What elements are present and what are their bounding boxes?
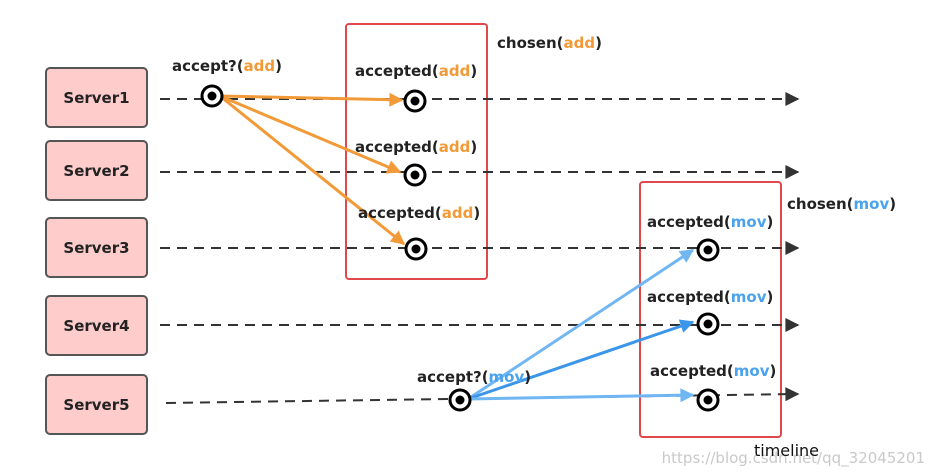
mov-arrow-to-server3	[467, 248, 695, 401]
chosen-box-mov	[639, 181, 782, 438]
event-point	[403, 89, 427, 113]
watermark: https://blog.csdn.net/qq_32045201	[662, 449, 925, 468]
accept-mov-label: accept?(mov)	[417, 368, 531, 386]
mov-arrow-to-server5	[467, 388, 695, 403]
server-box-5: Server5	[45, 374, 148, 435]
server-label: Server3	[63, 239, 129, 257]
event-points	[200, 84, 720, 412]
mov-arrow-to-server4	[467, 319, 695, 401]
chosen-mov-label: chosen(mov)	[787, 195, 896, 213]
server-label: Server1	[63, 89, 129, 107]
server-label: Server5	[63, 396, 129, 414]
event-point	[448, 388, 472, 412]
timeline-label: timeline	[754, 441, 819, 460]
event-point	[403, 163, 427, 187]
accepted-mov-label-server5: accepted(mov)	[650, 362, 776, 380]
server-box-1: Server1	[45, 67, 148, 128]
mov-arrows	[467, 248, 695, 403]
timeline-server5	[165, 387, 800, 404]
accept-add-label: accept?(add)	[172, 57, 282, 75]
server-label: Server2	[63, 162, 129, 180]
event-point	[696, 312, 720, 336]
accepted-mov-label-server4: accepted(mov)	[647, 288, 773, 306]
add-arrow-to-server2	[219, 94, 402, 174]
event-point	[404, 237, 428, 261]
accepted-add-label-server3: accepted(add)	[358, 204, 480, 222]
add-arrow-to-server1	[219, 92, 404, 107]
server-box-3: Server3	[45, 217, 148, 278]
accepted-add-label-server2: accepted(add)	[355, 138, 477, 156]
accepted-add-label-server1: accepted(add)	[355, 62, 477, 80]
chosen-add-label: chosen(add)	[497, 34, 602, 52]
server-box-2: Server2	[45, 140, 148, 201]
server-box-4: Server4	[45, 295, 148, 356]
event-point	[200, 84, 224, 108]
chosen-box-add	[345, 23, 488, 280]
add-arrow-to-server3	[219, 94, 406, 246]
add-arrows	[219, 92, 406, 246]
accepted-mov-label-server3: accepted(mov)	[647, 213, 773, 231]
server-label: Server4	[63, 317, 129, 335]
event-point	[696, 388, 720, 412]
event-point	[696, 238, 720, 262]
